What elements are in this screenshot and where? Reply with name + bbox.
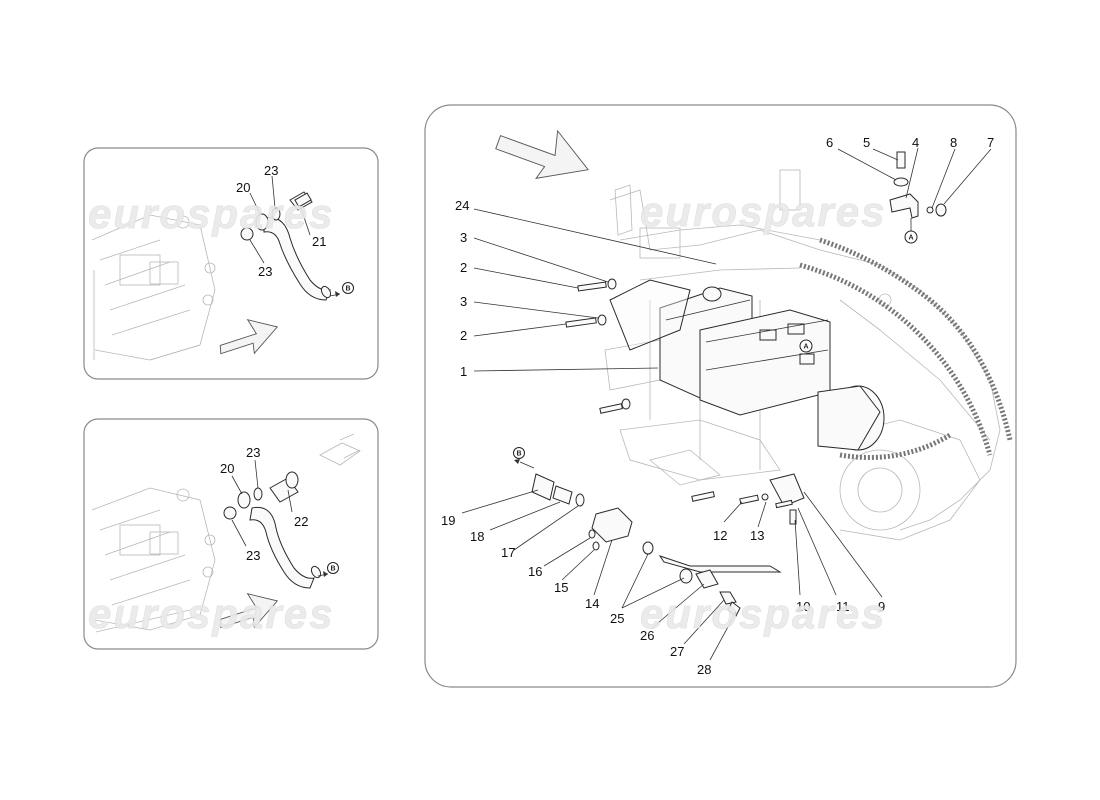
watermark-text: eurospares [88,190,334,237]
callout-21: 21 [312,234,326,249]
callout-18: 18 [470,529,484,544]
callout-28: 28 [697,662,711,677]
callout-23: 23 [264,163,278,178]
callout-20: 20 [236,180,250,195]
watermarks: eurospares eurospares eurospares eurospa… [88,188,886,638]
badge-b: B [516,451,521,458]
callout-numbers: 6 5 4 8 7 24 3 2 3 2 1 19 18 17 16 15 14… [441,135,994,677]
callout-11: 11 [836,599,850,614]
callout-23: 23 [246,548,260,563]
leader-lines [461,147,992,661]
callout-1: 1 [460,364,467,379]
callout-17: 17 [501,545,515,560]
callout-6: 6 [826,135,833,150]
callout-23: 23 [258,264,272,279]
callout-19: 19 [441,513,455,528]
main-diagram-panel: A A B [424,104,1017,688]
hydraulic-hoses [799,237,1013,460]
watermark-text: eurospares [640,590,886,637]
callout-13: 13 [750,528,764,543]
callout-5: 5 [863,135,870,150]
callout-3: 3 [460,294,467,309]
callout-4: 4 [912,135,919,150]
pressure-line-assembly: B [513,447,782,617]
callout-9: 9 [878,599,885,614]
detail-panel-bottom-left: B 23 20 22 23 [83,418,379,650]
callout-27: 27 [670,644,684,659]
callout-25: 25 [610,611,624,626]
callout-8: 8 [950,135,957,150]
watermark-text: eurospares [640,188,886,235]
callout-16: 16 [528,564,542,579]
badge-b: B [330,566,335,573]
actuator-assembly [609,279,885,451]
callout-10: 10 [796,599,810,614]
callout-23: 23 [246,445,260,460]
badge-a: A [908,235,913,242]
callout-15: 15 [554,580,568,595]
callout-22: 22 [294,514,308,529]
callout-12: 12 [713,528,727,543]
gearbox-casing-outline [604,169,1001,541]
callout-7: 7 [987,135,994,150]
callout-3: 3 [460,230,467,245]
direction-arrow-icon [495,129,590,179]
badge-b: B [345,286,350,293]
callout-20: 20 [220,461,234,476]
callout-2: 2 [460,260,467,275]
bolts-2-3 [565,278,805,525]
detail-panel-top-left: B 23 20 21 23 [83,147,379,380]
bracket-parts-4-8: A [889,151,947,244]
watermark-text: eurospares [88,590,334,637]
badge-a: A [803,344,808,351]
callout-2: 2 [460,328,467,343]
callout-14: 14 [585,596,599,611]
callout-26: 26 [640,628,654,643]
callout-24: 24 [455,198,469,213]
